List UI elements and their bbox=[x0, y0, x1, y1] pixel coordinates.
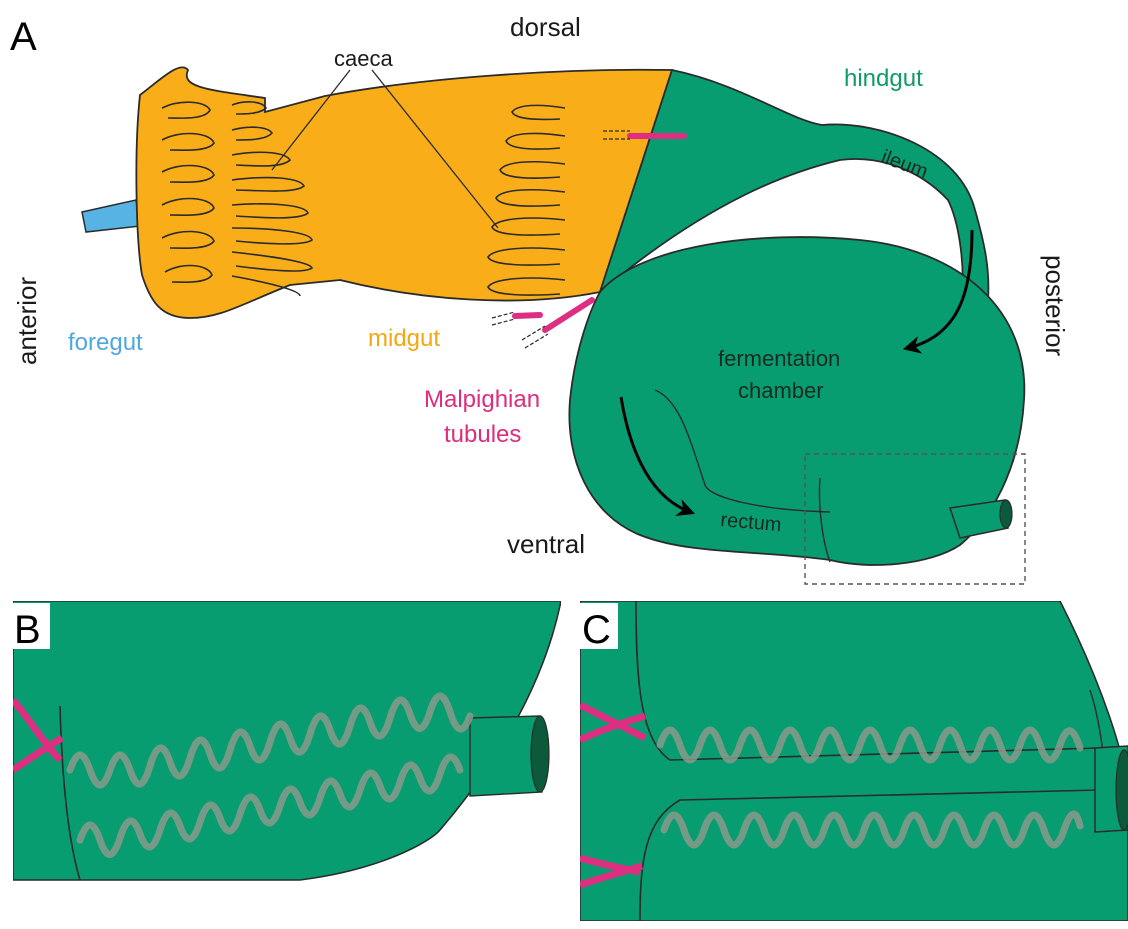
midgut-label: midgut bbox=[368, 325, 440, 352]
rectum-opening bbox=[1000, 500, 1012, 528]
malpighian-label-line2: tubules bbox=[444, 421, 521, 448]
anterior-label: anterior bbox=[12, 277, 42, 365]
foregut-tube bbox=[82, 200, 140, 232]
fermentation-label-line1: fermentation bbox=[718, 346, 840, 371]
panel-b bbox=[13, 601, 561, 921]
panel-c bbox=[580, 601, 1128, 921]
panel-label-c: C bbox=[582, 608, 611, 652]
dorsal-label: dorsal bbox=[510, 12, 581, 42]
caeca-label: caeca bbox=[334, 46, 393, 71]
malpighian-label-line1: Malpighian bbox=[424, 386, 540, 413]
ventral-label: ventral bbox=[507, 529, 585, 559]
hindgut-label: hindgut bbox=[844, 65, 923, 92]
fermentation-label-line2: chamber bbox=[738, 378, 824, 403]
posterior-label: posterior bbox=[1040, 255, 1070, 356]
midgut-body bbox=[136, 67, 672, 318]
panel-label-a: A bbox=[10, 15, 37, 59]
foregut-label: foregut bbox=[68, 329, 143, 356]
panel-label-b: B bbox=[14, 608, 41, 652]
